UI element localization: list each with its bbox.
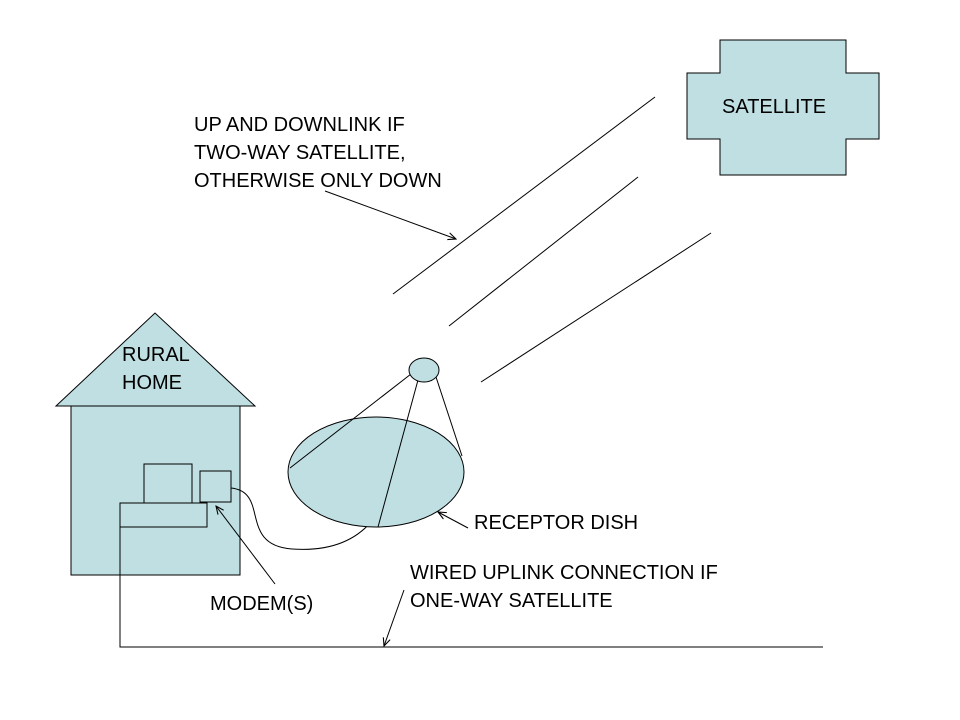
wired-uplink-label-line-1: WIRED UPLINK CONNECTION IF	[410, 562, 718, 584]
modem-pointer	[216, 506, 276, 585]
receptor-dish	[287, 416, 465, 528]
modem-label-text: MODEM(S)	[210, 593, 314, 615]
dish-label-text: RECEPTOR DISH	[474, 512, 639, 534]
home-label: RURAL HOME	[122, 341, 190, 397]
dish-feed-horn	[408, 357, 440, 383]
satellite-label-text: SATELLITE	[722, 96, 827, 118]
wired-uplink-line	[119, 527, 823, 648]
home-label-line-2: HOME	[122, 372, 182, 394]
dish-strut-right	[435, 376, 463, 457]
modem-label: MODEM(S)	[210, 590, 313, 618]
dish-strut-left	[289, 373, 412, 469]
signal-beam-1	[392, 96, 656, 295]
dish-label: RECEPTOR DISH	[474, 509, 638, 537]
link-label-line-3: OTHERWISE ONLY DOWN	[194, 170, 442, 192]
wired-uplink-label: WIRED UPLINK CONNECTION IF ONE-WAY SATEL…	[410, 559, 718, 615]
home-roof	[54, 312, 257, 407]
satellite-shape	[686, 39, 880, 176]
home-label-line-1: RURAL	[122, 344, 190, 366]
desk	[119, 502, 208, 528]
satellite-label: SATELLITE	[722, 93, 826, 121]
link-label: UP AND DOWNLINK IF TWO-WAY SATELLITE, OT…	[194, 111, 442, 195]
link-label-pointer	[324, 190, 456, 239]
wired-uplink-label-line-2: ONE-WAY SATELLITE	[410, 590, 613, 612]
link-label-line-1: UP AND DOWNLINK IF	[194, 114, 405, 136]
signal-beam-2	[448, 176, 639, 327]
modem-cable	[230, 487, 372, 550]
link-label-line-2: TWO-WAY SATELLITE,	[194, 142, 406, 164]
signal-beam-3	[480, 232, 712, 383]
dish-pointer	[438, 512, 469, 529]
modem-box	[199, 470, 232, 503]
dish-strut-center	[377, 379, 419, 528]
computer-monitor	[143, 463, 193, 504]
wired-uplink-pointer	[384, 589, 405, 646]
